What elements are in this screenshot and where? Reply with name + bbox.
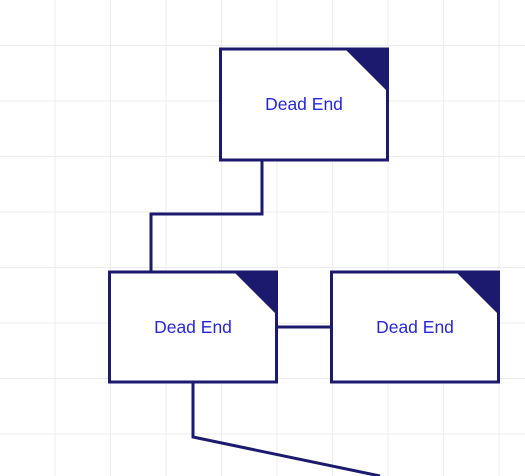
node-middle-right-label: Dead End (376, 317, 454, 337)
node-middle-right-corner-flag (456, 272, 499, 315)
node-top-corner-flag (345, 49, 388, 92)
node-middle-right[interactable]: Dead End (330, 270, 500, 384)
node-middle-right-box (330, 270, 500, 384)
node-top-box (219, 47, 389, 162)
node-middle-left[interactable]: Dead End (108, 270, 278, 384)
connector-middle-left-to-offscreen[interactable] (191, 382, 381, 476)
node-middle-left-label: Dead End (154, 317, 232, 337)
connector-top-to-middle-left[interactable] (149, 160, 264, 272)
node-middle-left-box (108, 270, 278, 384)
node-top[interactable]: Dead End (219, 47, 389, 162)
node-top-label: Dead End (265, 94, 343, 114)
node-middle-left-corner-flag (234, 272, 277, 315)
